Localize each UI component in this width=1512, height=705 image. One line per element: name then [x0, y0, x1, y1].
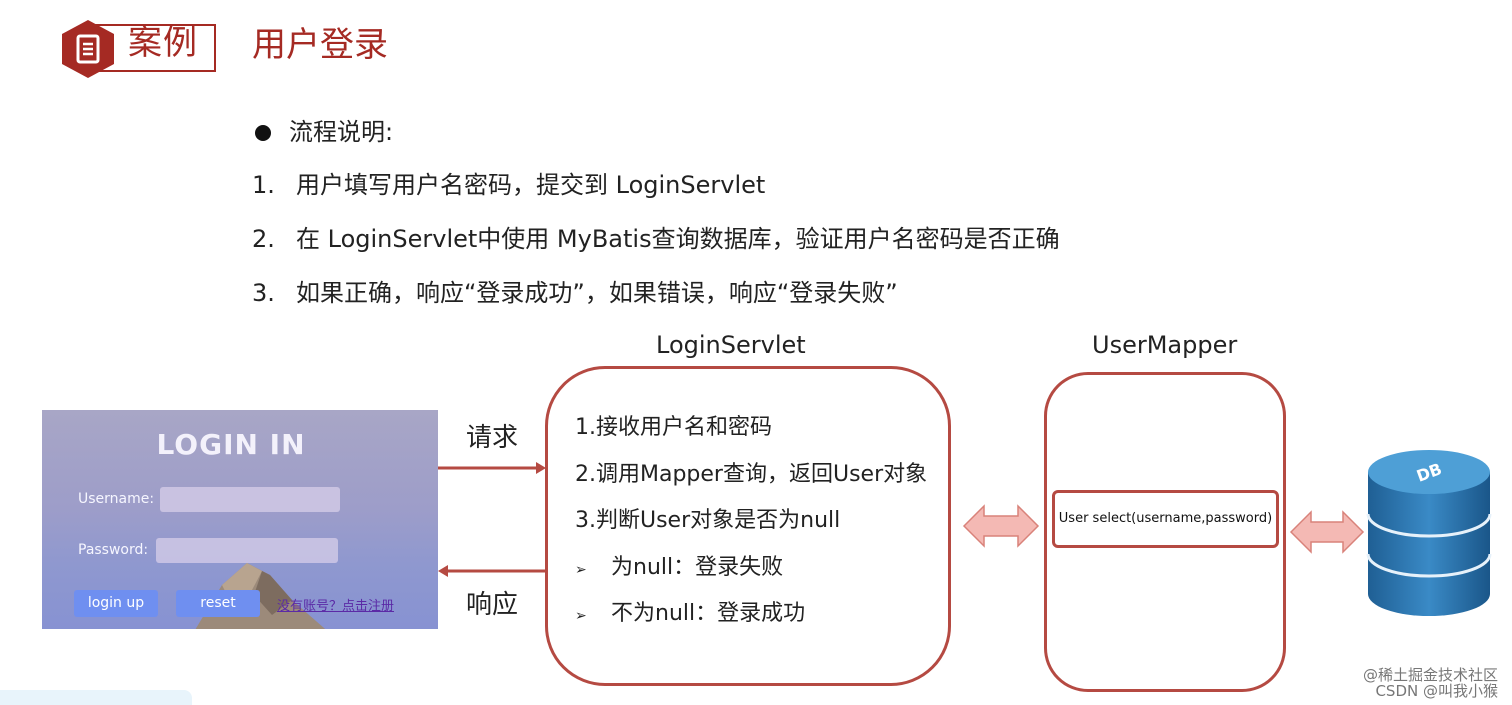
case-badge-label: 案例	[128, 23, 198, 63]
servlet-step: 2.调用Mapper查询，返回User对象	[575, 462, 928, 487]
request-arrow	[438, 462, 546, 474]
reset-button[interactable]: reset	[176, 590, 260, 617]
login-title: LOGIN IN	[156, 428, 306, 461]
flow-step-number: 1.	[252, 171, 275, 199]
page-title: 用户登录	[252, 25, 388, 65]
mapper-title: UserMapper	[1092, 331, 1238, 359]
response-label: 响应	[466, 590, 519, 620]
bullet-dot	[255, 125, 271, 141]
watermark-csdn: CSDN @叫我小猴	[1375, 682, 1498, 700]
password-input[interactable]	[156, 538, 338, 563]
password-label: Password:	[78, 542, 149, 558]
flow-step-text: 如果正确，响应“登录成功”，如果错误，响应“登录失败”	[296, 279, 898, 307]
username-label: Username:	[78, 491, 155, 507]
servlet-mapper-double-arrow	[962, 504, 1040, 548]
servlet-sub-item: ➢ 为null：登录失败	[575, 554, 783, 584]
flow-heading: 流程说明:	[255, 117, 393, 147]
servlet-box	[545, 366, 951, 686]
servlet-sub-item: ➢ 不为null：登录成功	[575, 600, 805, 630]
flow-step-number: 2.	[252, 225, 275, 253]
username-input[interactable]	[160, 487, 340, 512]
servlet-step: 1.接收用户名和密码	[575, 415, 772, 440]
flow-heading-text: 流程说明:	[289, 118, 394, 146]
flow-step-text: 在 LoginServlet中使用 MyBatis查询数据库，验证用户名密码是否…	[296, 225, 1060, 253]
request-label: 请求	[466, 423, 519, 453]
flow-step: 2. 在 LoginServlet中使用 MyBatis查询数据库，验证用户名密码…	[252, 224, 1060, 254]
register-link[interactable]: 没有账号？点击注册	[277, 599, 395, 614]
flow-step-number: 3.	[252, 279, 275, 307]
case-badge	[60, 18, 216, 78]
servlet-title: LoginServlet	[656, 331, 806, 359]
mapper-method: User select(username,password)	[1052, 490, 1279, 548]
arrowhead-bullet-icon: ➢	[575, 608, 587, 624]
watermark-juejin: @稀土掘金技术社区	[1362, 666, 1498, 684]
flow-step-text: 用户填写用户名密码，提交到 LoginServlet	[296, 171, 766, 199]
flow-step: 1. 用户填写用户名密码，提交到 LoginServlet	[252, 170, 765, 200]
flow-step: 3. 如果正确，响应“登录成功”，如果错误，响应“登录失败”	[252, 278, 898, 308]
servlet-step: 3.判断User对象是否为null	[575, 508, 841, 533]
database-icon: DB	[1366, 450, 1492, 616]
servlet-sub-item-text: 为null：登录失败	[611, 555, 784, 580]
arrowhead-bullet-icon: ➢	[575, 562, 587, 578]
document-icon	[62, 20, 114, 78]
response-arrow	[438, 565, 546, 577]
login-button[interactable]: login up	[74, 590, 158, 617]
servlet-sub-item-text: 不为null：登录成功	[611, 601, 806, 626]
decorative-stroke	[0, 690, 192, 705]
login-screenshot: LOGIN IN Username: Password: login up re…	[42, 410, 438, 629]
mapper-db-double-arrow	[1289, 510, 1365, 554]
request-response-arrows	[438, 462, 546, 577]
